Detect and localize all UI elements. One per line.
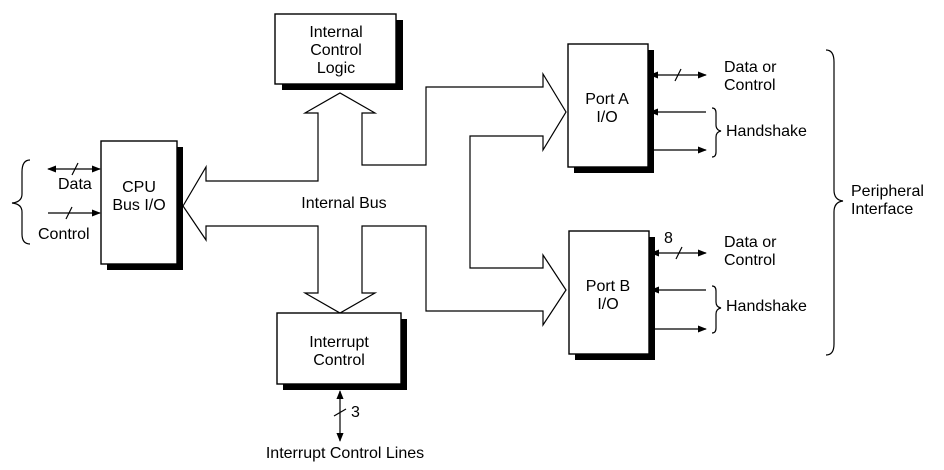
interrupt-lines-label: Interrupt Control Lines bbox=[266, 445, 424, 462]
port-b-handshake-brace bbox=[711, 285, 722, 334]
port-a-handshake-brace bbox=[711, 107, 722, 158]
port-a-signals: Data or Control Handshake bbox=[649, 59, 807, 158]
port-b-block: Port B I/O bbox=[568, 230, 655, 360]
interrupt-width-label: 3 bbox=[351, 404, 360, 421]
port-a-handshake-label: Handshake bbox=[726, 123, 807, 140]
port-a-data-label-1: Data or bbox=[724, 59, 777, 76]
cpu-data-label: Data bbox=[58, 176, 92, 193]
peripheral-label-2: Interface bbox=[851, 201, 913, 218]
port-a-label-2: I/O bbox=[596, 109, 617, 126]
port-b-label-2: I/O bbox=[597, 296, 618, 313]
interrupt-label-2: Control bbox=[313, 352, 365, 369]
peripheral-brace bbox=[825, 49, 844, 356]
port-a-block: Port A I/O bbox=[567, 43, 654, 173]
cpu-bus-io-block: CPU Bus I/O bbox=[100, 140, 183, 270]
internal-control-label-2: Control bbox=[310, 42, 362, 59]
peripheral-interface: Peripheral Interface bbox=[825, 49, 924, 356]
interrupt-control-block: Interrupt Control bbox=[276, 312, 407, 390]
port-a-data-label-2: Control bbox=[724, 77, 776, 94]
internal-bus-arrows bbox=[182, 71, 567, 328]
interrupt-lines: 3 Interrupt Control Lines bbox=[266, 390, 424, 462]
cpu-label-2: Bus I/O bbox=[112, 197, 165, 214]
port-b-signals: 8 Data or Control Handshake bbox=[650, 230, 807, 334]
port-b-data-label-2: Control bbox=[724, 252, 776, 269]
internal-bus-label: Internal Bus bbox=[301, 195, 386, 212]
cpu-label-1: CPU bbox=[122, 179, 156, 196]
port-a-label-1: Port A bbox=[585, 91, 629, 108]
port-b-handshake-label: Handshake bbox=[726, 298, 807, 315]
peripheral-label-1: Peripheral bbox=[851, 183, 924, 200]
cpu-brace bbox=[11, 159, 31, 245]
port-b-label-1: Port B bbox=[586, 278, 630, 295]
interrupt-label-1: Interrupt bbox=[309, 334, 369, 351]
internal-control-label-1: Internal bbox=[309, 24, 362, 41]
cpu-signals: Data Control bbox=[11, 159, 101, 245]
internal-control-label-3: Logic bbox=[317, 60, 355, 77]
port-b-data-label-1: Data or bbox=[724, 234, 777, 251]
internal-control-logic-block: Internal Control Logic bbox=[274, 13, 403, 90]
cpu-control-label: Control bbox=[38, 226, 90, 243]
port-b-width-label: 8 bbox=[664, 230, 673, 247]
